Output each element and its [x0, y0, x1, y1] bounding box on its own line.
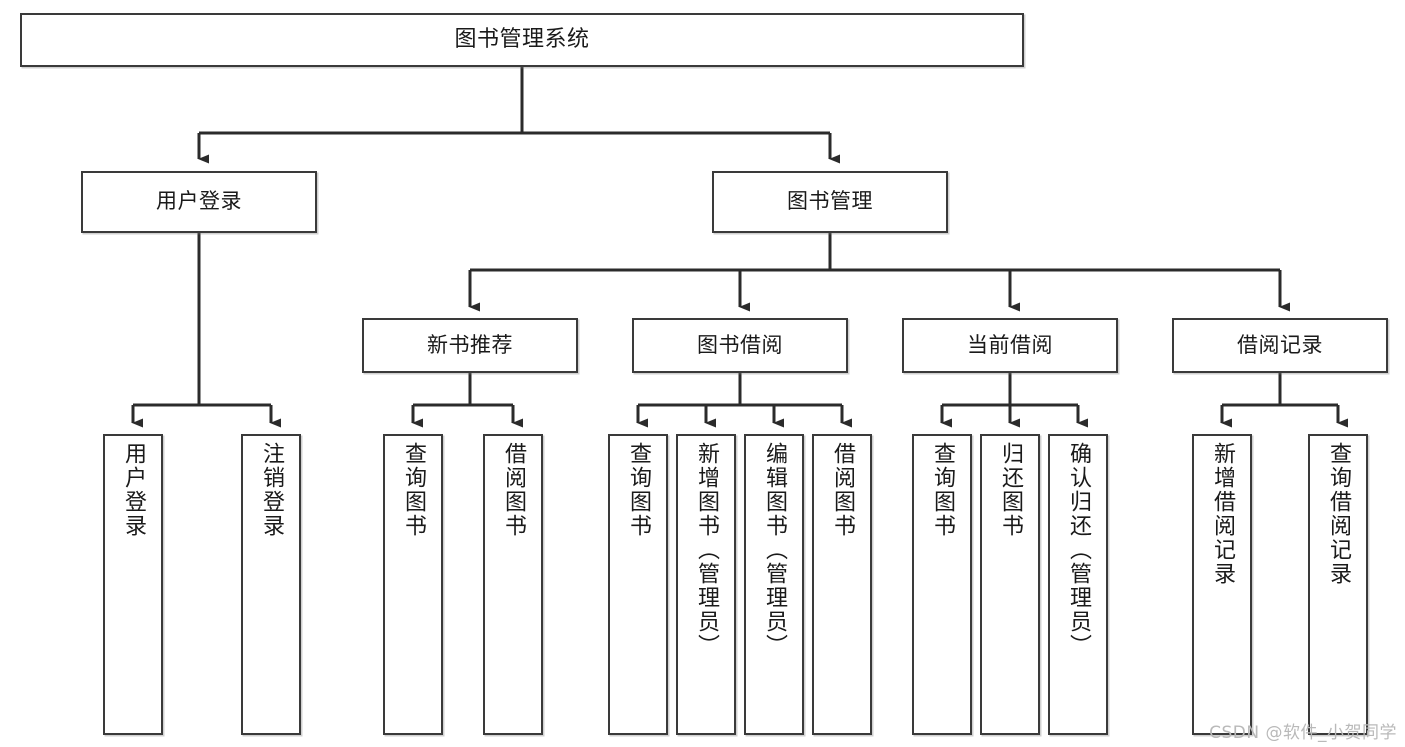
leaf-add-book[interactable]: 新增图书（管理员） — [676, 434, 736, 735]
leaf-confirm-return[interactable]: 确认归还（管理员） — [1048, 434, 1108, 735]
leaf-query-book-1-label: 查询图书 — [400, 442, 426, 538]
leaf-add-record[interactable]: 新增借阅记录 — [1192, 434, 1252, 735]
node-root[interactable]: 图书管理系统 — [20, 13, 1024, 67]
node-book-manage[interactable]: 图书管理 — [712, 171, 948, 233]
leaf-add-book-label: 新增图书（管理员） — [693, 442, 719, 658]
leaf-return-book-label: 归还图书 — [997, 442, 1023, 538]
node-current-borrow[interactable]: 当前借阅 — [902, 318, 1118, 373]
leaf-user-login-label: 用户登录 — [120, 442, 146, 538]
node-new-book-rec-label: 新书推荐 — [427, 332, 513, 357]
leaf-query-book-2-label: 查询图书 — [625, 442, 651, 538]
node-book-borrow-label: 图书借阅 — [697, 332, 783, 357]
leaf-edit-book-label: 编辑图书（管理员） — [761, 442, 787, 658]
leaf-add-record-label: 新增借阅记录 — [1209, 442, 1235, 586]
leaf-logout[interactable]: 注销登录 — [241, 434, 301, 735]
node-borrow-record-label: 借阅记录 — [1237, 332, 1323, 357]
node-borrow-record[interactable]: 借阅记录 — [1172, 318, 1388, 373]
csdn-watermark: CSDN @软件_小贺同学 — [1209, 723, 1397, 743]
node-user-login[interactable]: 用户登录 — [81, 171, 317, 233]
leaf-query-book-3[interactable]: 查询图书 — [912, 434, 972, 735]
leaf-borrow-book-1[interactable]: 借阅图书 — [483, 434, 543, 735]
leaf-return-book[interactable]: 归还图书 — [980, 434, 1040, 735]
node-user-login-label: 用户登录 — [156, 189, 242, 214]
leaf-query-book-2[interactable]: 查询图书 — [608, 434, 668, 735]
node-current-borrow-label: 当前借阅 — [967, 332, 1053, 357]
leaf-confirm-return-label: 确认归还（管理员） — [1065, 442, 1091, 658]
leaf-user-login[interactable]: 用户登录 — [103, 434, 163, 735]
node-root-label: 图书管理系统 — [454, 26, 590, 52]
node-book-borrow[interactable]: 图书借阅 — [632, 318, 848, 373]
leaf-query-book-1[interactable]: 查询图书 — [383, 434, 443, 735]
leaf-borrow-book-1-label: 借阅图书 — [500, 442, 526, 538]
leaf-borrow-book-2-label: 借阅图书 — [829, 442, 855, 538]
leaf-query-record-label: 查询借阅记录 — [1325, 442, 1351, 586]
leaf-borrow-book-2[interactable]: 借阅图书 — [812, 434, 872, 735]
leaf-query-record[interactable]: 查询借阅记录 — [1308, 434, 1368, 735]
node-new-book-rec[interactable]: 新书推荐 — [362, 318, 578, 373]
node-book-manage-label: 图书管理 — [787, 189, 873, 214]
leaf-query-book-3-label: 查询图书 — [929, 442, 955, 538]
leaf-logout-label: 注销登录 — [258, 442, 284, 538]
leaf-edit-book[interactable]: 编辑图书（管理员） — [744, 434, 804, 735]
